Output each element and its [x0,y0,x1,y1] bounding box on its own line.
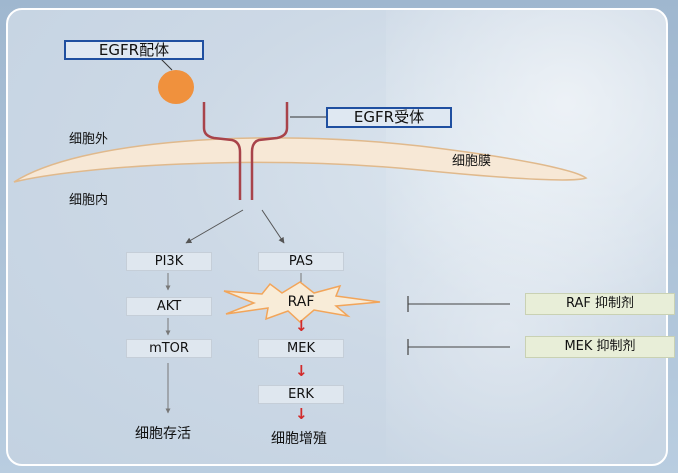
node-erk: ERK [258,385,344,404]
receptor-left-arm [202,102,242,200]
node-mek: MEK [258,339,344,358]
background-texture [386,10,666,464]
membrane-label: 细胞膜 [452,154,492,169]
arrow-to-pi3k [185,209,244,244]
raf-inhibitor-box: RAF 抑制剂 [525,293,675,315]
red-arrow-raf-mek: ↓ [295,317,308,335]
raf-burst [223,281,381,324]
mek-inhibitor-box: MEK 抑制剂 [525,336,675,358]
receptor-label: EGFR受体 [326,107,452,128]
ligand-label: EGFR配体 [64,40,204,60]
ligand-circle [158,70,194,104]
node-pi3k: PI3K [126,252,212,271]
cell-membrane [13,137,588,183]
extracellular-label: 细胞外 [69,132,109,147]
arrow-to-pas [261,209,285,244]
node-mtor: mTOR [126,339,212,358]
red-arrow-erk-proliferation: ↓ [295,405,308,423]
outcome-proliferation: 细胞增殖 [271,431,327,447]
outcome-survival: 细胞存活 [135,426,191,442]
receptor-right-arm [250,102,289,200]
ligand-connector [159,57,173,71]
intracellular-label: 细胞内 [69,193,109,208]
node-pas: PAS [258,252,344,271]
node-akt: AKT [126,297,212,316]
node-raf: RAF [287,294,315,310]
red-arrow-mek-erk: ↓ [295,362,308,380]
